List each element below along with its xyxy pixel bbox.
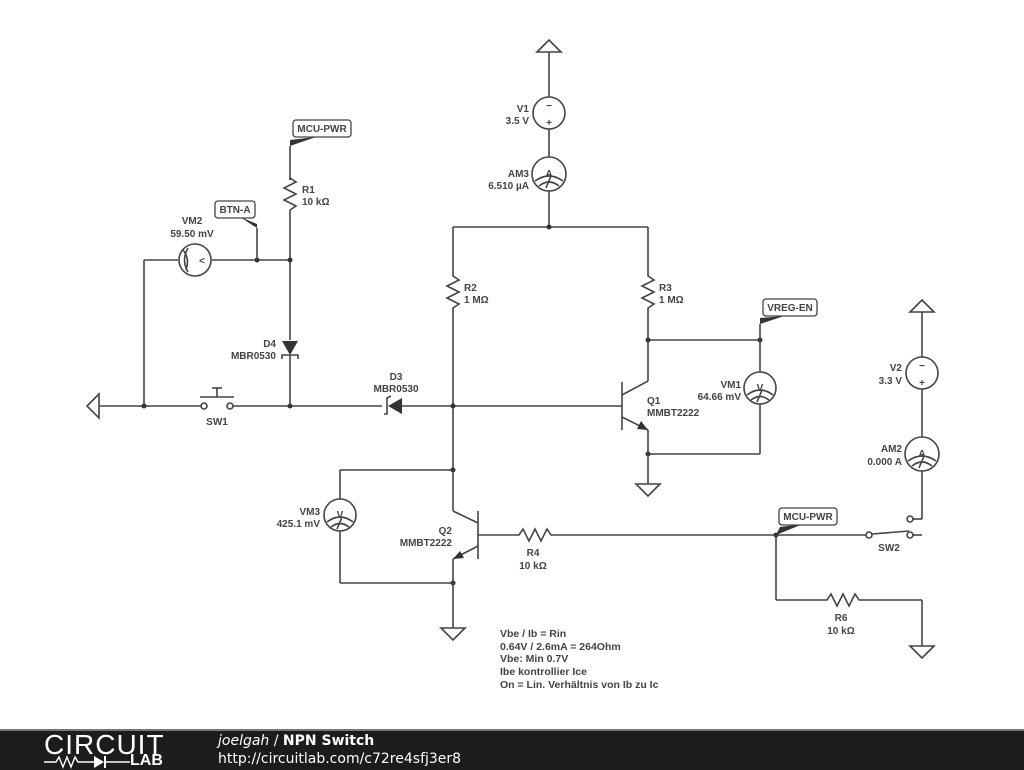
note-line: 0.64V / 2.6mA = 264Ohm (500, 641, 621, 653)
ammeter-am2[interactable]: A AM2 0.000 A (867, 436, 940, 472)
note-line: Ibe kontrollier Ice (500, 666, 587, 678)
d4-label: D4 (263, 339, 276, 350)
ground-icon (439, 627, 467, 642)
d3-value: MBR0530 (373, 384, 418, 395)
r4-label: R4 (527, 548, 540, 559)
ground-port-left (85, 392, 100, 420)
mcu-pwr-top-text: MCU-PWR (297, 124, 347, 135)
voltmeter-icon: V (337, 510, 344, 521)
resistor-r1[interactable]: R1 10 kΩ (282, 176, 329, 214)
supply-rail-v2 (908, 298, 936, 313)
d4-value: MBR0530 (231, 351, 276, 362)
resistor-r3[interactable]: R3 1 MΩ (640, 272, 684, 312)
circuit-title: NPN Switch (282, 733, 375, 749)
sw2-label: SW2 (878, 543, 900, 554)
separator: / (269, 733, 283, 749)
r3-label: R3 (659, 283, 672, 294)
notes-block: Vbe / Ib = Rin 0.64V / 2.6mA = 264Ohm Vb… (500, 628, 659, 691)
d3-label: D3 (390, 372, 403, 383)
r1-label: R1 (302, 185, 315, 196)
supply-rail-v1 (535, 38, 563, 97)
transistor-q1[interactable]: Q1 MMBT2222 (621, 380, 700, 431)
q2-value: MMBT2222 (400, 538, 453, 549)
voltmeter-vm1[interactable]: V VM1 64.66 mV (698, 371, 777, 405)
resistor-r6[interactable]: R6 10 kΩ (823, 592, 863, 637)
vm1-label: VM1 (720, 380, 741, 391)
diode-d4[interactable]: D4 MBR0530 (231, 339, 299, 362)
r1-value: 10 kΩ (302, 197, 329, 208)
logo-lab-text: LAB (130, 752, 163, 769)
author-link[interactable]: joelgah (218, 733, 270, 749)
q1-label: Q1 (647, 396, 661, 407)
note-line: Vbe: Min 0.7V (500, 653, 568, 665)
r2-value: 1 MΩ (464, 295, 489, 306)
vm1-value: 64.66 mV (698, 392, 742, 403)
resistor-r2[interactable]: R2 1 MΩ (445, 272, 489, 312)
ammeter-icon: A (545, 169, 552, 180)
vm2-label: VM2 (182, 216, 203, 227)
resistor-r4[interactable]: R4 10 kΩ (515, 527, 555, 572)
am3-label: AM3 (508, 169, 530, 180)
vm3-value: 425.1 mV (277, 519, 321, 530)
net-label-vreg-en[interactable]: VREG-EN (759, 298, 818, 340)
vm2-value: 59.50 mV (170, 229, 214, 240)
r6-value: 10 kΩ (827, 626, 854, 637)
voltage-source-v1[interactable]: − + V1 3.5 V (506, 96, 566, 130)
q2-label: Q2 (439, 526, 453, 537)
r3-value: 1 MΩ (659, 295, 684, 306)
note-line: On = Lin. Verhältnis von Ib zu Ic (500, 679, 659, 691)
net-label-btn-a[interactable]: BTN-A (214, 200, 258, 260)
mcu-pwr-right-text: MCU-PWR (783, 512, 833, 523)
circuitlab-logo[interactable]: CIRCUIT (44, 729, 165, 760)
voltmeter-vm3[interactable]: V VM3 425.1 mV (277, 498, 357, 532)
v1-label: V1 (517, 104, 530, 115)
ammeter-am3[interactable]: A AM3 6.510 µA (488, 156, 567, 192)
note-line: Vbe / Ib = Rin (500, 628, 566, 640)
btn-a-text: BTN-A (219, 205, 250, 216)
voltmeter-icon: < (199, 256, 205, 267)
net-label-mcu-pwr-right[interactable]: MCU-PWR (776, 507, 838, 535)
am2-value: 0.000 A (867, 457, 902, 468)
vreg-en-text: VREG-EN (767, 303, 813, 314)
v2-value: 3.3 V (879, 376, 903, 387)
v2-label: V2 (890, 363, 903, 374)
sw1-label: SW1 (206, 417, 228, 428)
minus-icon: − (919, 361, 925, 372)
voltage-source-v2[interactable]: − + V2 3.3 V (879, 356, 939, 390)
resistor-diode-logo-icon (44, 755, 130, 769)
r4-value: 10 kΩ (519, 561, 546, 572)
voltmeter-icon: V (757, 383, 764, 394)
v1-value: 3.5 V (506, 116, 530, 127)
plus-icon: + (919, 378, 925, 389)
switch-sw1[interactable]: SW1 (200, 387, 234, 428)
ground-icon (634, 483, 662, 498)
minus-icon: − (546, 101, 552, 112)
plus-icon: + (546, 118, 552, 129)
r2-label: R2 (464, 283, 477, 294)
switch-sw2[interactable]: SW2 (865, 515, 922, 554)
am3-value: 6.510 µA (488, 181, 529, 192)
am2-label: AM2 (881, 444, 903, 455)
ground-icon (908, 645, 936, 660)
footer-bar: CIRCUIT LAB joelgah / NPN Switch http://… (0, 729, 1024, 770)
vm3-label: VM3 (299, 507, 320, 518)
voltmeter-vm2[interactable]: < VM2 59.50 mV (170, 216, 214, 277)
r6-label: R6 (835, 613, 848, 624)
circuit-url-link[interactable]: http://circuitlab.com/c72re4sfj3er8 (218, 751, 462, 767)
net-label-mcu-pwr-top[interactable]: MCU-PWR (289, 119, 352, 180)
transistor-q2[interactable]: Q2 MMBT2222 (400, 470, 479, 560)
q1-value: MMBT2222 (647, 408, 700, 419)
ammeter-icon: A (918, 449, 925, 460)
schematic-canvas: − + V1 3.5 V A AM3 6.510 µA R2 1 MΩ R3 1… (85, 38, 940, 691)
footer-title-line: joelgah / NPN Switch (218, 733, 374, 749)
diode-d3[interactable]: D3 MBR0530 (373, 372, 453, 415)
